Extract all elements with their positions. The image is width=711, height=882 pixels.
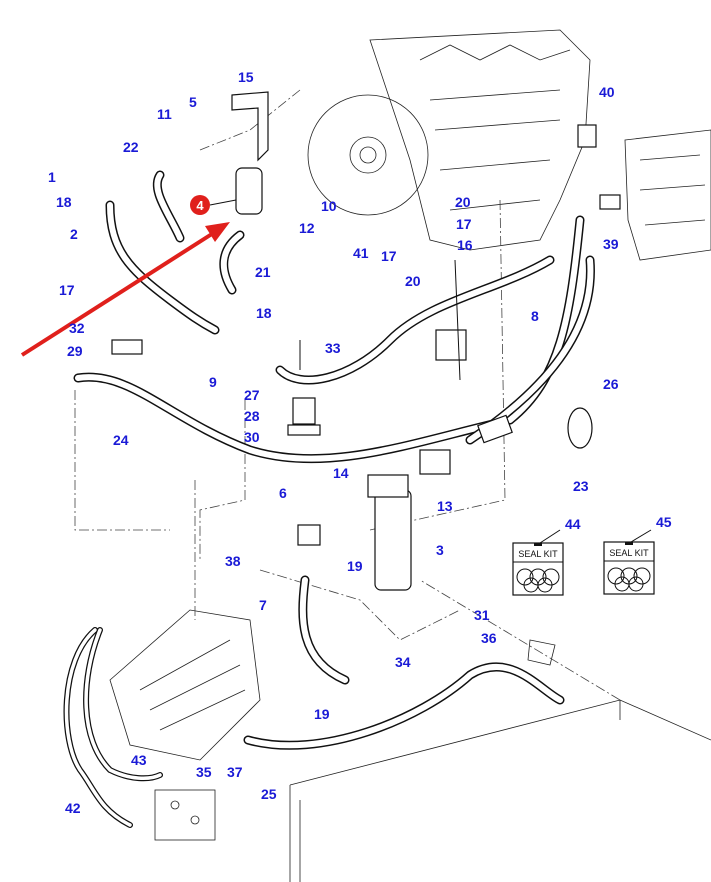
tee-13 — [419, 449, 451, 475]
hoses — [63, 170, 595, 828]
callout: 33 — [325, 340, 341, 356]
clamp-block — [435, 329, 467, 361]
filter-4 — [235, 167, 263, 215]
clamp-27 — [292, 397, 316, 425]
clamp-23 — [567, 407, 593, 449]
callout: 40 — [599, 84, 615, 100]
callout: 21 — [255, 264, 271, 280]
highlight-arrow — [20, 222, 230, 357]
engine-illustration — [307, 29, 591, 251]
callout: 19 — [314, 706, 330, 722]
callout: 35 — [196, 764, 212, 780]
callout: 20 — [405, 273, 421, 289]
callout: 42 — [65, 800, 81, 816]
fitting-40 — [577, 124, 597, 148]
callout: 18 — [56, 194, 72, 210]
callout: 31 — [474, 607, 490, 623]
callout: 44 — [565, 516, 581, 532]
callout: 9 — [209, 374, 217, 390]
fitting-39 — [599, 194, 621, 210]
plate-28 — [287, 424, 321, 436]
callout: 3 — [436, 542, 444, 558]
coupling — [477, 414, 513, 444]
callout: 1 — [48, 169, 56, 185]
callout: 17 — [456, 216, 472, 232]
components — [111, 91, 621, 591]
callout: 18 — [256, 305, 272, 321]
plate-29 — [111, 339, 143, 355]
callout: 38 — [225, 553, 241, 569]
callout: 30 — [244, 429, 260, 445]
callout: 17 — [59, 282, 75, 298]
callout: 39 — [603, 236, 619, 252]
pump-assembly — [109, 609, 261, 841]
callout: 15 — [238, 69, 254, 85]
callout: 26 — [603, 376, 619, 392]
seal-kit-44: SEAL KIT — [512, 529, 564, 596]
callout: 10 — [321, 198, 337, 214]
callout: 12 — [299, 220, 315, 236]
callout: 24 — [113, 432, 129, 448]
svg-text:SEAL KIT: SEAL KIT — [518, 549, 558, 559]
callout: 28 — [244, 408, 260, 424]
callout: 41 — [353, 245, 369, 261]
callout: 43 — [131, 752, 147, 768]
callout: 14 — [333, 465, 349, 481]
callout: 13 — [437, 498, 453, 514]
hydraulic-tank — [289, 639, 711, 882]
callout: 27 — [244, 387, 260, 403]
filter-3 — [374, 489, 412, 591]
callout: 19 — [347, 558, 363, 574]
fitting-6 — [297, 524, 321, 546]
bracket-5 — [231, 91, 269, 162]
callout: 5 — [189, 94, 197, 110]
callout: 20 — [455, 194, 471, 210]
callout: 34 — [395, 654, 411, 670]
callout: 45 — [656, 514, 672, 530]
callout: 17 — [381, 248, 397, 264]
callout: 2 — [70, 226, 78, 242]
callout: 11 — [157, 106, 172, 122]
valve-block-right — [624, 129, 711, 261]
svg-text:4: 4 — [196, 198, 204, 213]
filter-head — [367, 474, 409, 498]
callout: 22 — [123, 139, 139, 155]
callout: 16 — [457, 237, 473, 253]
callout: 32 — [69, 320, 85, 336]
callout: 6 — [279, 485, 287, 501]
callout: 37 — [227, 764, 243, 780]
callout-labels: 15 5 11 22 1 18 10 12 2 21 40 20 17 16 3… — [48, 69, 672, 816]
callout: 23 — [573, 478, 589, 494]
callout: 25 — [261, 786, 277, 802]
callout: 8 — [531, 308, 539, 324]
callout: 7 — [259, 597, 267, 613]
callout-4-highlight: 4 — [190, 195, 237, 215]
callout: 29 — [67, 343, 83, 359]
callout: 36 — [481, 630, 497, 646]
svg-text:SEAL KIT: SEAL KIT — [609, 548, 649, 558]
seal-kit-45: SEAL KIT — [603, 529, 655, 595]
